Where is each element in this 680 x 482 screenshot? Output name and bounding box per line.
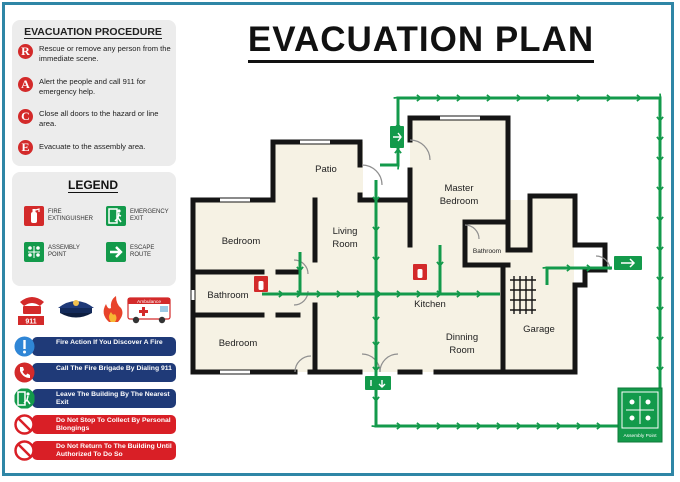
ambulance-label: Ambulance: [137, 299, 161, 305]
room-label-master-bedroom: Bedroom: [440, 196, 479, 207]
page-title: EVACUATION PLAN: [247, 20, 595, 63]
room-label-living: Living: [333, 226, 358, 237]
legend-label: FIRE EXTINGUISHER: [48, 208, 94, 223]
procedure-text: Rescue or remove any person from the imm…: [39, 44, 171, 63]
ambulance-icon: [127, 297, 171, 324]
evacuation-procedure-panel: EVACUATION PROCEDURE R Rescue or remove …: [12, 20, 176, 166]
room-label-bathroom: Bathroom: [207, 290, 248, 301]
escape-routes: [262, 93, 664, 430]
emergency-exit-icon: [106, 206, 126, 226]
exit-icon: [14, 388, 35, 409]
procedure-item-evacuate: E Evacuate to the assembly area.: [18, 140, 177, 155]
legend-title: LEGEND: [67, 178, 118, 193]
fire-extinguisher-icon: [24, 206, 44, 226]
legend-item-emergency-exit: EMERGENCY EXIT: [106, 206, 174, 226]
safety-rule-text: Call The Fire Brigade By Dialing 911: [32, 363, 176, 382]
room-label-bedroom-bottom: Bedroom: [219, 338, 258, 349]
legend-label: EMERGENCY EXIT: [130, 208, 169, 223]
room-label-bedroom-top: Bedroom: [222, 236, 261, 247]
room-label-dining-room: Room: [449, 345, 474, 356]
fire-extinguisher-icon: [254, 276, 268, 292]
phone-icon: [14, 362, 35, 383]
escape-route-path: [371, 294, 620, 430]
phone-911-label: 911: [25, 319, 36, 326]
exit-sign-right: [614, 256, 642, 270]
safety-rule: Fire Action If You Discover A Fire: [14, 336, 176, 357]
legend-item-escape-route: ESCAPE ROUTE: [106, 242, 174, 262]
procedure-item-alert: A Alert the people and call 911 for emer…: [18, 77, 177, 97]
safety-rule: Do Not Return To The Building Until Auth…: [14, 440, 176, 461]
emergency-icons-row: 911 Ambulance: [18, 296, 171, 326]
procedure-text: Evacuate to the assembly area.: [39, 142, 146, 151]
legend-item-fire-extinguisher: FIRE EXTINGUISHER: [24, 206, 94, 226]
room-label-kitchen: Kitchen: [414, 299, 446, 310]
emergency-phone-icon: [18, 297, 44, 325]
race-letter-badge: A: [18, 77, 33, 92]
race-letter-badge: R: [18, 44, 33, 59]
room-label-patio: Patio: [315, 164, 337, 175]
legend-label: ESCAPE ROUTE: [130, 244, 155, 259]
procedure-title: EVACUATION PROCEDURE: [24, 26, 162, 39]
police-cap-icon: [58, 300, 94, 318]
exit-sign-top: [390, 126, 404, 148]
safety-rule-text: Do Not Return To The Building Until Auth…: [32, 441, 176, 460]
safety-rule-text: Do Not Stop To Collect By Personal Blong…: [32, 415, 176, 434]
exit-sign-bottom: [365, 376, 391, 390]
assembly-point-label: Assembly Point: [623, 433, 657, 439]
race-letter-badge: C: [18, 109, 33, 124]
info-icon: [14, 336, 35, 357]
procedure-item-close: C Close all doors to the hazard or line …: [18, 109, 177, 129]
room-label-bathroom-small: Bathroom: [473, 248, 501, 255]
room-label-living-room: Room: [332, 239, 357, 250]
assembly-point-sign: [617, 387, 663, 443]
fire-icon: [103, 296, 123, 322]
prohibited-icon: [14, 440, 35, 461]
legend-panel: LEGEND FIRE EXTINGUISHER EMERGENCY EXIT …: [12, 172, 176, 286]
safety-rule-text: Fire Action If You Discover A Fire: [32, 337, 176, 356]
race-letter-badge: E: [18, 140, 33, 155]
procedure-item-rescue: R Rescue or remove any person from the i…: [18, 44, 177, 64]
procedure-text: Alert the people and call 911 for emerge…: [39, 77, 146, 96]
safety-rule-text: Leave The Building By The Nearest Exit: [32, 389, 176, 408]
prohibited-icon: [14, 414, 35, 435]
procedure-text: Close all doors to the hazard or line ar…: [39, 109, 159, 128]
safety-rule: Leave The Building By The Nearest Exit: [14, 388, 176, 409]
legend-item-assembly-point: ASSEMBLY POINT: [24, 242, 92, 262]
fire-extinguisher-icon: [413, 264, 427, 280]
safety-rule: Call The Fire Brigade By Dialing 911: [14, 362, 176, 383]
escape-route-icon: [106, 242, 126, 262]
safety-rule: Do Not Stop To Collect By Personal Blong…: [14, 414, 176, 435]
room-label-garage: Garage: [523, 324, 555, 335]
room-label-master: Master: [444, 183, 473, 194]
legend-label: ASSEMBLY POINT: [48, 244, 80, 259]
escape-route-path: [380, 93, 664, 388]
room-label-dining: Dinning: [446, 332, 478, 343]
assembly-point-icon: [24, 242, 44, 262]
